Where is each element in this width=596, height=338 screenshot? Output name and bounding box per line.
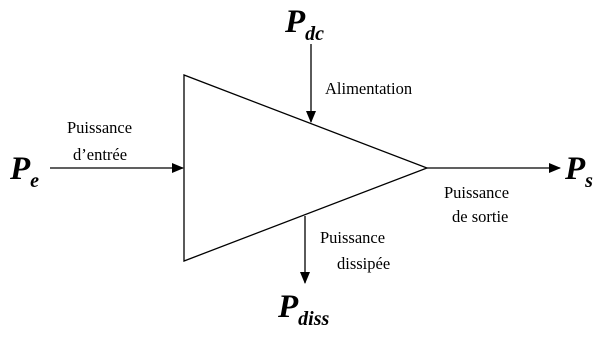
input-label-line2: d’entrée (73, 145, 127, 164)
supply-power-symbol: Pdc (284, 4, 324, 45)
amplifier-triangle (183, 74, 429, 262)
supply-label: Alimentation (325, 79, 412, 98)
input-power-symbol: Pe (9, 151, 39, 192)
output-power-symbol: Ps (564, 151, 593, 192)
output-label-line2: de sortie (452, 207, 508, 226)
dissipated-power-symbol: Pdiss (277, 289, 330, 330)
dissipated-label-line1: Puissance (320, 228, 385, 247)
dissipated-label-line2: dissipée (337, 254, 390, 273)
input-label-line1: Puissance (67, 118, 132, 137)
output-label-line1: Puissance (444, 183, 509, 202)
